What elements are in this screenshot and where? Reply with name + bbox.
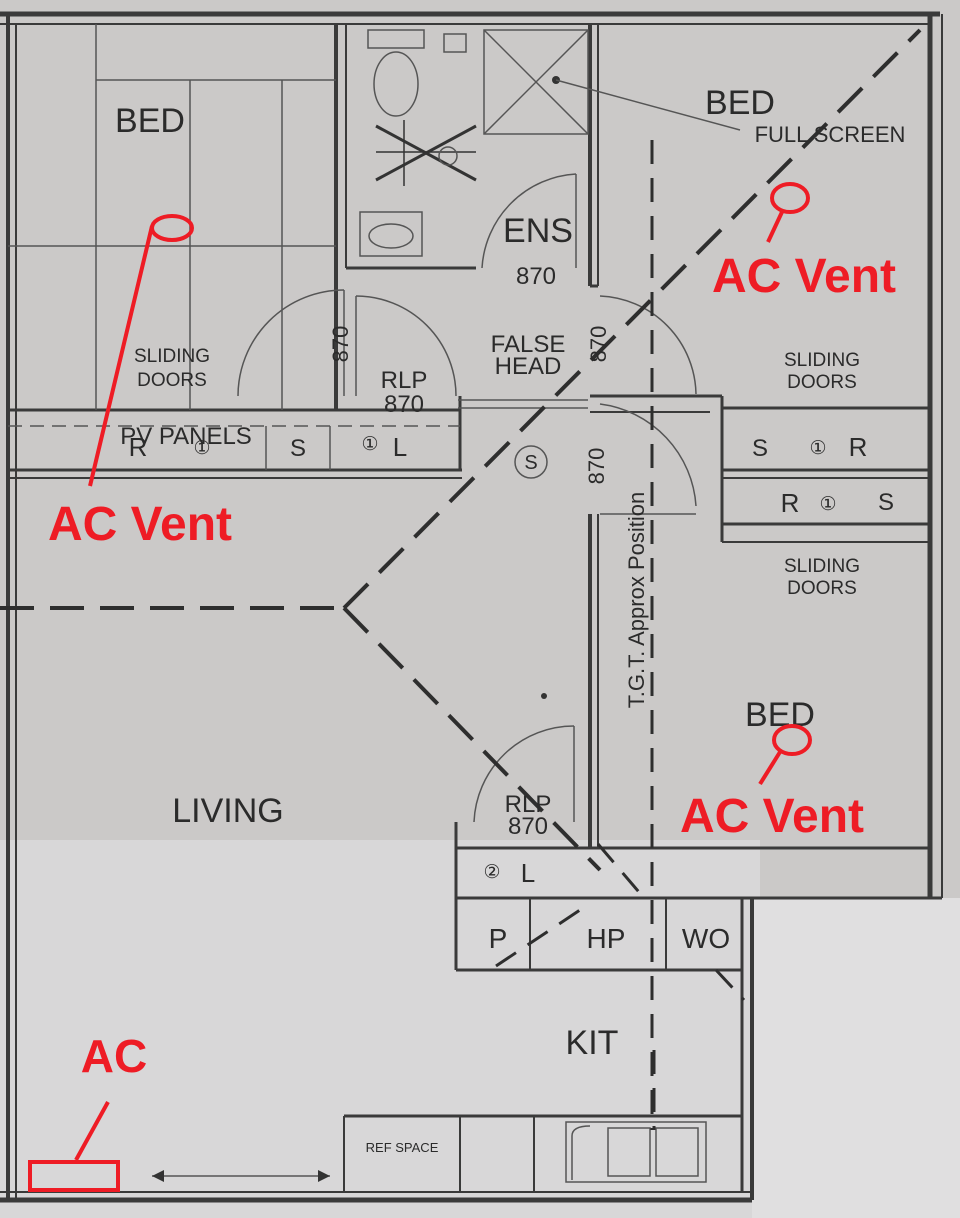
rlp-top-label: RLP 870 (381, 367, 428, 418)
basin-icon (359, 211, 423, 257)
ac-unit: AC (28, 1030, 147, 1192)
ac-vent-left: AC Vent (48, 214, 232, 551)
ref-space-arrow (152, 1170, 330, 1182)
toilet-roll-icon (443, 33, 467, 53)
ceiling-point (541, 693, 547, 699)
room-living: LIVING (172, 792, 283, 830)
rlp-top-line1: RLP (381, 367, 428, 394)
rlp-bottom-line1: RLP (505, 791, 552, 818)
ac-vent-bottom-right-label: AC Vent (680, 790, 864, 843)
linen-top: ① L (361, 432, 407, 462)
outer-walls (0, 11, 943, 1203)
robe-right-mid: R ① S (781, 488, 894, 518)
false-head-line2: HEAD (495, 353, 562, 380)
sliding-doors-right-top: SLIDING DOORS (784, 350, 860, 393)
robe-left-shelf: ① (193, 438, 210, 459)
hall-door-width: 870 (584, 448, 609, 485)
linen-bottom: ② L (483, 858, 535, 888)
ens-door-width: 870 (516, 263, 556, 290)
paper-blank-corner (752, 898, 960, 1218)
robe-right-top-shelf: ① (809, 438, 826, 459)
room-bed-top-right: BED (705, 84, 775, 122)
sink-icon (565, 1121, 707, 1183)
robe-right-top: S ① R (752, 432, 867, 462)
robe-right-mid-s: S (878, 489, 894, 516)
exhaust-fan-icon (375, 120, 477, 186)
false-head-label: FALSE HEAD (491, 331, 566, 380)
robe-left-r: R (129, 432, 148, 462)
hot-plate-label: HP (587, 923, 626, 954)
false-head-line1: FALSE (491, 331, 566, 358)
room-kitchen: KIT (566, 1024, 619, 1062)
sliding-doors-left-line1: SLIDING (134, 346, 210, 367)
robe-left: R ① S (129, 432, 306, 462)
robe-left-s: S (290, 435, 306, 462)
full-screen-label: FULL SCREEN (755, 122, 906, 147)
sliding-doors-right-mid-line1: SLIDING (784, 556, 860, 577)
rlp-top-line2: 870 (384, 391, 424, 418)
rlp-side-door-width: 870 (328, 326, 353, 363)
tgt-label: T.G.T. Approx Position (624, 492, 649, 708)
ac-vent-top-right-label: AC Vent (712, 250, 896, 303)
door-swings (237, 173, 697, 823)
sliding-doors-left-line2: DOORS (137, 370, 207, 391)
paper-lower-fold (0, 840, 760, 1218)
ac-vent-left-label: AC Vent (48, 498, 232, 551)
false-head-door-width: 870 (586, 326, 611, 363)
rlp-bottom-label: RLP 870 (505, 791, 552, 840)
interior-walls (8, 24, 930, 1192)
smoke-detector-label: S (524, 452, 537, 474)
linen-bottom-l: L (521, 858, 535, 888)
sliding-doors-right-top-line2: DOORS (787, 372, 857, 393)
ac-label: AC (81, 1030, 147, 1082)
shower-icon (483, 29, 741, 135)
sliding-doors-right-top-line1: SLIDING (784, 350, 860, 371)
ac-vent-bottom-right: AC Vent (680, 724, 864, 843)
sliding-doors-right-mid: SLIDING DOORS (784, 556, 860, 599)
pantry-label: P (489, 923, 508, 954)
room-bed-top-left: BED (115, 102, 185, 140)
rlp-bottom-line2: 870 (508, 813, 548, 840)
wardrobe-grid (8, 24, 460, 470)
sliding-doors-left: SLIDING DOORS (134, 346, 210, 391)
robe-right-mid-shelf: ① (819, 494, 836, 515)
linen-bottom-shelf: ② (483, 862, 500, 883)
robe-right-top-r: R (849, 432, 868, 462)
linen-top-shelf: ① (361, 434, 378, 455)
room-ensuite: ENS (503, 212, 573, 250)
sliding-doors-right-mid-line2: DOORS (787, 578, 857, 599)
wall-oven-label: WO (682, 923, 730, 954)
ac-vent-top-right: AC Vent (712, 182, 896, 303)
dashed-beam-lines (0, 28, 922, 1130)
ref-space-label: REF SPACE (366, 1140, 439, 1155)
pv-panels-label: PV PANELS (120, 423, 252, 450)
toilet-icon (367, 29, 425, 117)
smoke-detector-icon: S (514, 445, 548, 479)
ac-unit-box (28, 1160, 120, 1192)
linen-top-l: L (393, 432, 407, 462)
robe-right-mid-r: R (781, 488, 800, 518)
robe-right-top-s: S (752, 435, 768, 462)
